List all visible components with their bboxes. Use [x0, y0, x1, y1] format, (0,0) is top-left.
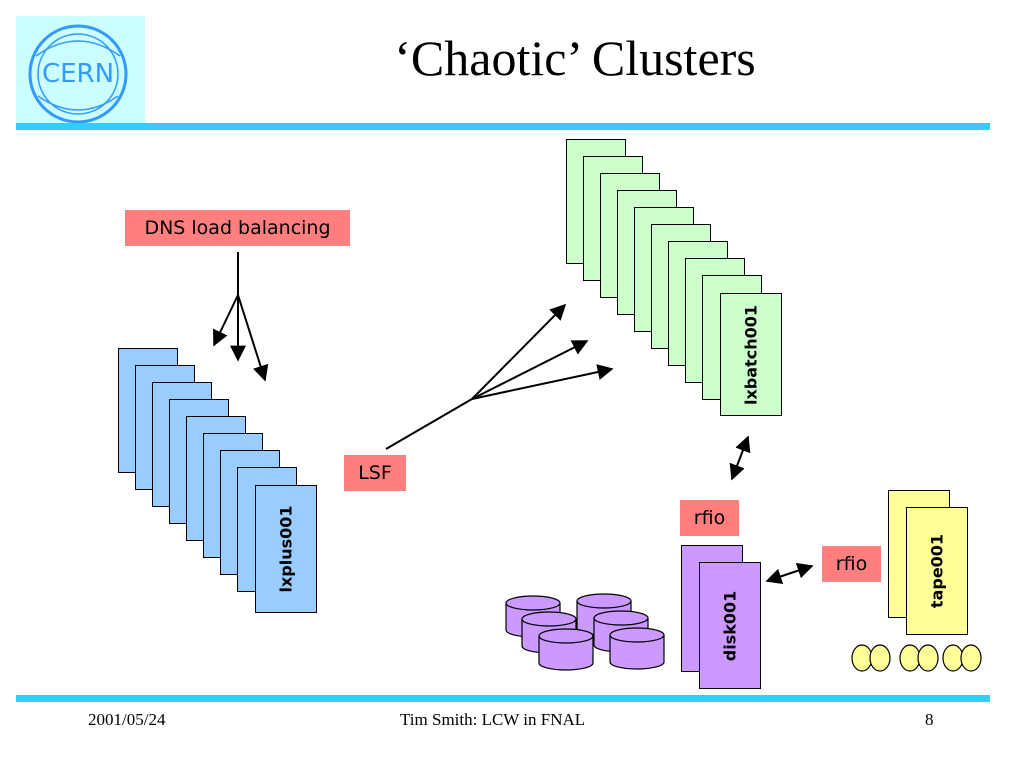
- footer-divider: [16, 695, 990, 702]
- tape-cartridge: [869, 644, 891, 672]
- tape-cartridge: [960, 644, 982, 672]
- lsf-label: LSF: [344, 455, 406, 491]
- lxbatch-front-node: lxbatch001: [720, 293, 782, 416]
- cern-logo: CERN: [16, 16, 145, 128]
- tape-node-front: tape001: [906, 507, 968, 635]
- footer-date: 2001/05/24: [88, 710, 166, 729]
- rfio-disk-label: rfio: [680, 500, 739, 536]
- footer-presenter: Tim Smith: LCW in FNAL: [400, 710, 586, 729]
- tape-cartridge: [899, 644, 921, 672]
- lsf-arrow-3: [471, 364, 614, 400]
- logo-text: CERN: [42, 59, 114, 89]
- dns-arrow-3: [237, 294, 269, 382]
- batch-rfio-arrow: [729, 435, 751, 481]
- rfio-tape-label: rfio: [822, 546, 881, 582]
- disk-node-front: disk001: [699, 562, 761, 689]
- slide-title: ‘Chaotic’ Clusters: [394, 30, 756, 86]
- cern-logo-icon: CERN: [28, 24, 128, 124]
- tape-cartridge: [917, 644, 939, 672]
- lsf-stem-line: [385, 398, 473, 450]
- lsf-arrow-2: [471, 340, 589, 400]
- disk-tape-arrow: [765, 562, 814, 585]
- lsf-arrow-1: [471, 303, 567, 400]
- dns-load-balancing-label: DNS load balancing: [125, 210, 350, 246]
- header-divider: [16, 123, 990, 130]
- disk-cylinder: [609, 627, 665, 670]
- lxplus-front-node: lxplus001: [255, 485, 317, 613]
- slide-number: 8: [925, 710, 934, 729]
- tape-cartridge: [851, 644, 873, 672]
- disk-cylinder: [538, 628, 594, 671]
- dns-arrow-1: [213, 294, 239, 347]
- tape-cartridge: [942, 644, 964, 672]
